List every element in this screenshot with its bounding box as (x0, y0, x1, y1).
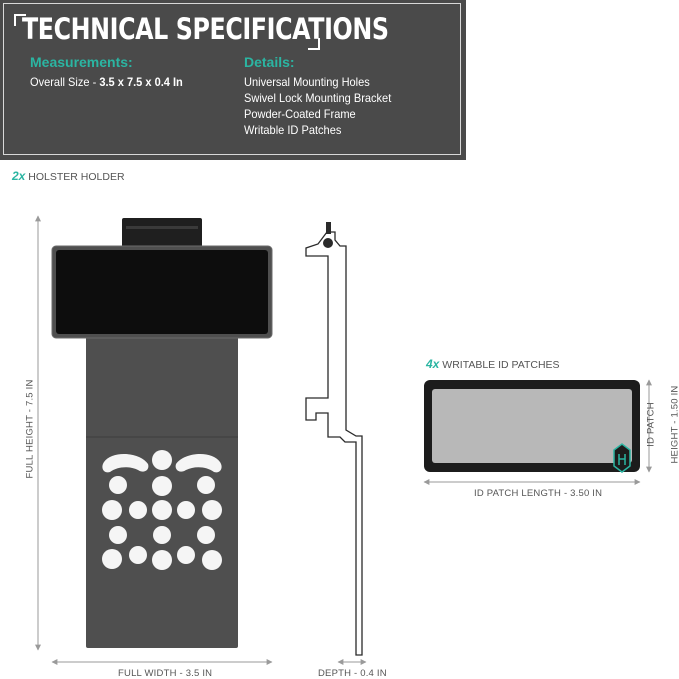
mount-clip-ridge (126, 226, 198, 229)
overall-size-value: 3.5 x 7.5 x 0.4 In (99, 75, 183, 89)
page-title: TECHNICAL SPECIFICATIONS (22, 12, 389, 46)
mounting-hole (109, 526, 127, 544)
mounting-hole (153, 526, 171, 544)
mounting-hole (102, 500, 122, 520)
overall-size-label: Overall Size - (30, 75, 100, 89)
detail-item: Writable ID Patches (244, 123, 342, 137)
holder-label: HOLSTER HOLDER (28, 171, 125, 183)
holder-top-plate-face (56, 250, 268, 334)
holder-caption: 2x HOLSTER HOLDER (12, 169, 125, 183)
mounting-hole (202, 500, 222, 520)
patches-caption: 4x WRITABLE ID PATCHES (426, 357, 560, 371)
mounting-slot (175, 453, 222, 473)
dimension-lines (35, 215, 652, 665)
mounting-hole (177, 501, 195, 519)
full-height-label: FULL HEIGHT - 7.5 IN (24, 379, 36, 479)
patches-label: WRITABLE ID PATCHES (442, 359, 560, 371)
mounting-holes (102, 450, 222, 570)
detail-item: Universal Mounting Holes (244, 75, 370, 89)
patch-height-label-line2: HEIGHT - 1.50 IN (669, 385, 679, 464)
mounting-hole (152, 550, 172, 570)
overall-size: Overall Size - 3.5 x 7.5 x 0.4 In (30, 74, 183, 90)
mounting-hole (102, 549, 122, 569)
patches-qty: 4x (426, 357, 440, 371)
mounting-hole (109, 476, 127, 494)
mounting-hole (202, 550, 222, 570)
mount-clip (122, 218, 202, 248)
title-bracket-left (14, 14, 26, 26)
detail-item: Powder-Coated Frame (244, 107, 356, 121)
mounting-hole (197, 526, 215, 544)
holder-frame (86, 300, 238, 648)
holster-front-view (51, 218, 273, 648)
mounting-hole (152, 500, 172, 520)
mounting-hole (129, 546, 147, 564)
measurements-heading: Measurements: (30, 54, 133, 70)
patch-height-label-line1: ID PATCH (645, 402, 657, 447)
swivel-lock-stem (326, 222, 331, 234)
full-width-label: FULL WIDTH - 3.5 IN (118, 668, 213, 679)
mounting-hole (197, 476, 215, 494)
depth-label: DEPTH - 0.4 IN (318, 668, 387, 679)
title-bracket-right (308, 38, 320, 50)
mounting-hole (129, 501, 147, 519)
mounting-hole (152, 476, 172, 496)
brand-logo-mark-icon (618, 454, 626, 465)
detail-item: Swivel Lock Mounting Bracket (244, 91, 392, 105)
id-patch (424, 380, 640, 473)
swivel-lock-knob (323, 238, 333, 248)
patch-length-label: ID PATCH LENGTH - 3.50 IN (474, 488, 603, 499)
id-patch-writable-area (432, 389, 632, 463)
side-profile (305, 231, 363, 656)
mounting-hole (177, 546, 195, 564)
spec-panel: TECHNICAL SPECIFICATIONS Measurements: O… (0, 0, 466, 160)
holster-side-view (305, 222, 363, 656)
mounting-hole (152, 450, 172, 470)
panel-border (3, 3, 461, 155)
mounting-slot (102, 453, 149, 473)
brand-logo-icon (613, 443, 631, 473)
holder-qty: 2x (12, 169, 26, 183)
details-heading: Details: (244, 54, 295, 70)
